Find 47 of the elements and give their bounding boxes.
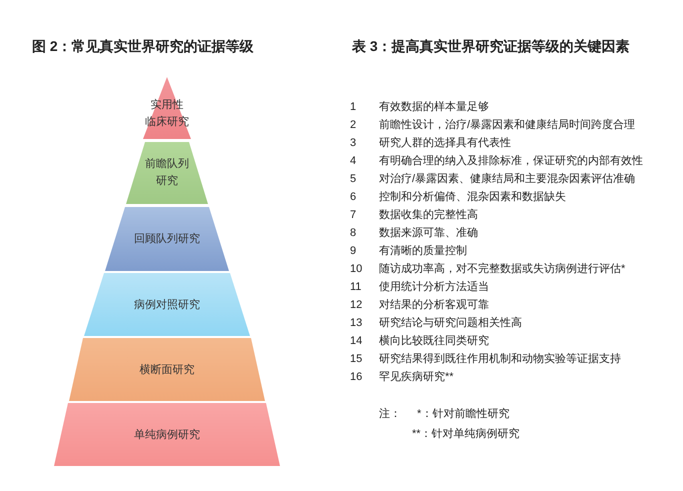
- factor-text: 横向比较既往同类研究: [379, 334, 489, 349]
- pyramid-level: [54, 403, 280, 466]
- factor-text: 控制和分析偏倚、混杂因素和数据缺失: [379, 190, 566, 205]
- pyramid-level: [69, 338, 265, 401]
- row-number: 9: [350, 244, 356, 259]
- row-number: 7: [350, 208, 356, 223]
- factor-text: 有明确合理的纳入及排除标准，保证研究的内部有效性: [379, 154, 643, 169]
- factor-text: 数据收集的完整性高: [379, 208, 478, 223]
- row-number: 10: [350, 262, 362, 277]
- note-text: **：针对单纯病例研究: [412, 426, 520, 442]
- factor-text: 有清晰的质量控制: [379, 244, 467, 259]
- pyramid-level: [84, 273, 250, 336]
- factor-text: 使用统计分析方法适当: [379, 280, 489, 295]
- row-number: 5: [350, 172, 356, 187]
- row-number: 6: [350, 190, 356, 205]
- row-number: 13: [350, 316, 362, 331]
- factor-text: 随访成功率高，对不完整数据或失访病例进行评估*: [379, 262, 626, 277]
- level-label: 前瞻队列研究: [144, 157, 190, 189]
- factor-text: 对治疗/暴露因素、健康结局和主要混杂因素评估准确: [379, 172, 636, 187]
- factor-text: 研究结论与研究问题相关性高: [379, 316, 522, 331]
- factor-text: 罕见疾病研究**: [379, 370, 454, 385]
- row-number: 16: [350, 370, 362, 385]
- figure-title: 图 2：常见真实世界研究的证据等级: [32, 38, 254, 56]
- factor-text: 对结果的分析客观可靠: [379, 298, 489, 313]
- factor-text: 数据来源可靠、准确: [379, 226, 478, 241]
- level-label: 横断面研究: [138, 362, 196, 378]
- pyramid-level: [126, 142, 208, 204]
- row-number: 1: [350, 100, 356, 115]
- factor-text: 有效数据的样本量足够: [379, 100, 489, 115]
- note-label: 注：: [379, 406, 401, 422]
- row-number: 2: [350, 118, 356, 133]
- level-label: 回顾队列研究: [133, 232, 201, 247]
- note-text: *：针对前瞻性研究: [417, 406, 510, 422]
- row-number: 3: [350, 136, 356, 151]
- factor-text: 研究人群的选择具有代表性: [379, 136, 511, 151]
- level-label: 病例对照研究: [133, 298, 201, 312]
- row-number: 14: [350, 334, 362, 349]
- level-label: 单纯病例研究: [133, 428, 201, 442]
- row-number: 4: [350, 154, 356, 169]
- factor-text: 前瞻性设计，治疗/暴露因素和健康结局时间跨度合理: [379, 118, 636, 133]
- row-number: 12: [350, 298, 362, 313]
- row-number: 8: [350, 226, 356, 241]
- table-title: 表 3：提高真实世界研究证据等级的关键因素: [352, 38, 630, 54]
- row-number: 15: [350, 352, 362, 367]
- pyramid-level: [105, 207, 229, 271]
- row-number: 11: [350, 280, 362, 295]
- factor-text: 研究结果得到既往作用机制和动物实验等证据支持: [379, 352, 621, 367]
